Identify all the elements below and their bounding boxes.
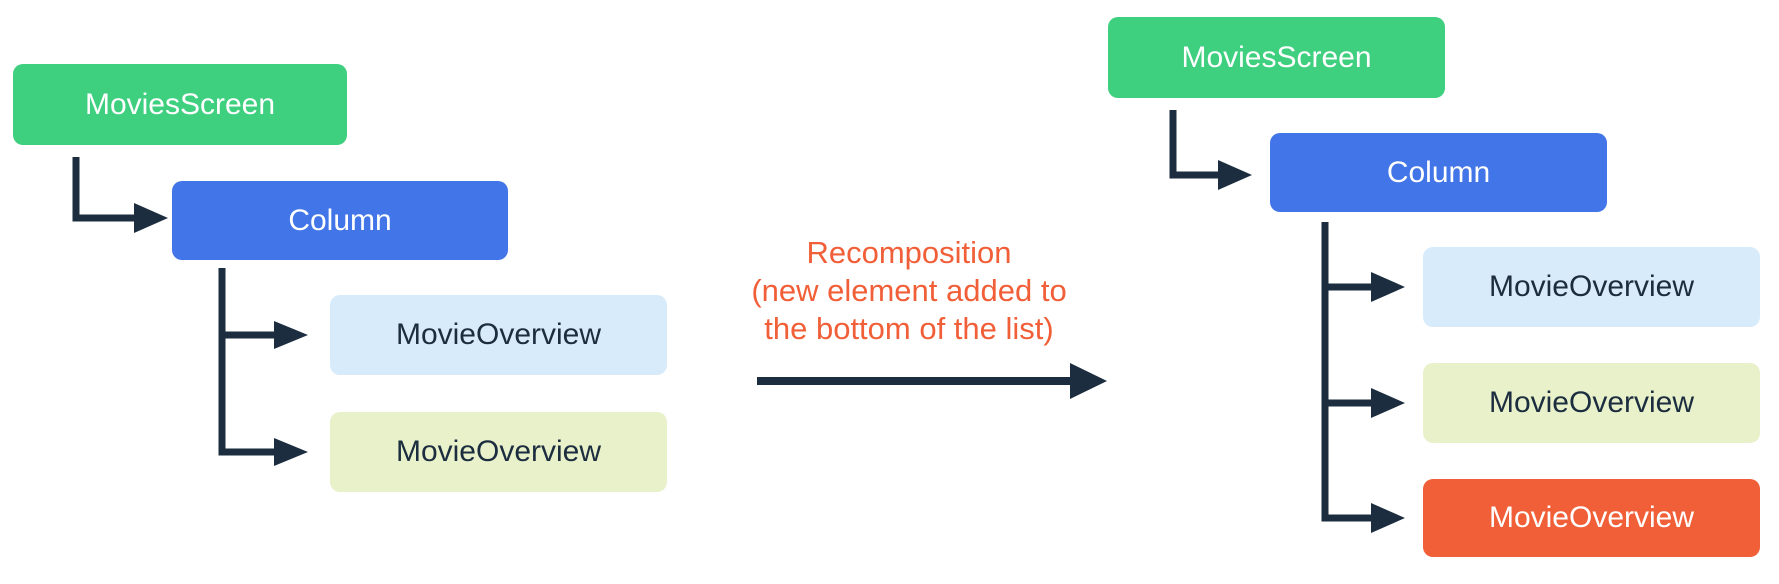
right-tree-node-movieoverview-3-new: MovieOverview (1423, 479, 1760, 557)
connector-right-column-spine (1321, 222, 1373, 522)
arrowhead-icon (274, 321, 308, 349)
arrowhead-icon (1371, 503, 1405, 533)
transition-arrowhead-icon (1070, 363, 1107, 399)
right-tree-node-column: Column (1270, 133, 1607, 212)
transition-label-line-3: the bottom of the list) (764, 311, 1054, 346)
left-tree-node-moviesscreen: MoviesScreen (13, 64, 347, 145)
connector-left-root-to-column (72, 157, 136, 222)
transition-label-line-2: (new element added to (751, 273, 1067, 308)
left-tree-node-movieoverview-2: MovieOverview (330, 412, 667, 492)
transition-label: Recomposition (new element added to the … (709, 234, 1109, 348)
arrowhead-icon (134, 203, 168, 233)
arrowhead-icon (274, 438, 308, 466)
arrowhead-icon (1371, 388, 1405, 418)
left-tree-node-movieoverview-1: MovieOverview (330, 295, 667, 375)
right-tree-node-movieoverview-2: MovieOverview (1423, 363, 1760, 443)
right-tree-node-movieoverview-1: MovieOverview (1423, 247, 1760, 327)
arrowhead-icon (1371, 272, 1405, 302)
transition-label-line-1: Recomposition (806, 235, 1012, 270)
left-tree-node-column: Column (172, 181, 508, 260)
right-tree-node-moviesscreen: MoviesScreen (1108, 17, 1445, 98)
connector-right-root-to-column (1169, 110, 1220, 179)
connector-left-column-spine (218, 268, 276, 456)
arrowhead-icon (1218, 160, 1252, 190)
